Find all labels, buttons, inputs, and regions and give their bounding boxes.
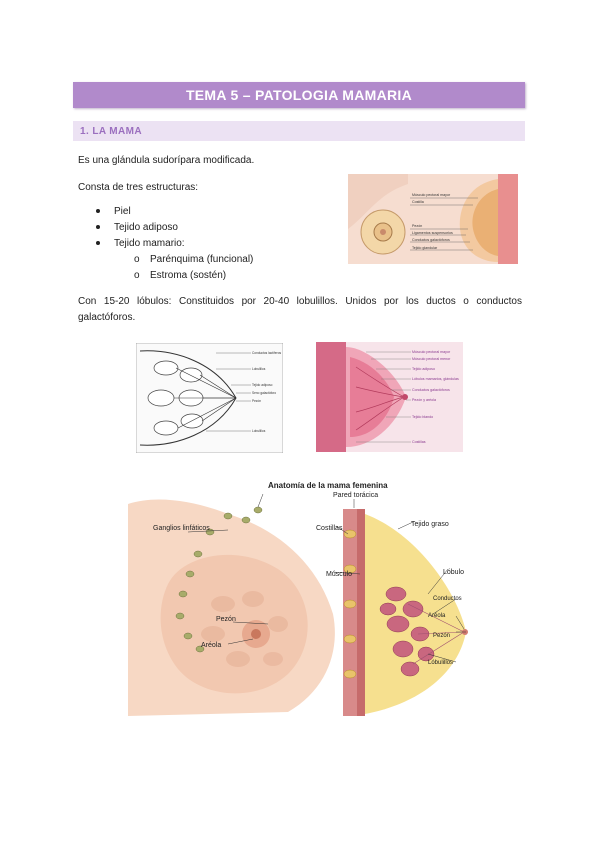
breast-line-drawing-figure: Conductos lactíferos Lobulillos Tejido a…	[136, 343, 283, 453]
figure-label: Pezón	[433, 633, 450, 639]
breast-cross-section-figure-1: Músculo pectoral mayor Músculo pectoral …	[316, 342, 463, 452]
figure-label: Seno galactóforo	[252, 391, 276, 395]
sub-marker: o	[134, 254, 140, 265]
figure-label: Pezón y aréola	[412, 398, 436, 402]
figure-label: Ligamentos suspensorios	[412, 231, 453, 235]
figure-title: Anatomía de la mama femenina	[268, 481, 388, 490]
figure-label: Lóbulillos	[428, 660, 453, 666]
document-title-bar: TEMA 5 – PATOLOGIA MAMARIA	[73, 82, 525, 108]
bullet-dot	[96, 225, 100, 229]
lobules-paragraph: Con 15-20 lóbulos: Constituidos por 20-4…	[78, 296, 522, 323]
figure-label: Músculo pectoral mayor	[412, 350, 451, 354]
intro-text: Es una glándula sudorípara modificada.	[78, 155, 255, 166]
list-item: Tejido adiposo	[114, 222, 178, 233]
figure-label: Costillas	[412, 440, 426, 444]
figure-label: Pezón	[252, 399, 261, 403]
figure-label: Costillas	[316, 525, 343, 532]
figure-label: Lobulillos	[252, 367, 266, 371]
structures-lead: Consta de tres estructuras:	[78, 182, 199, 193]
figure-label: Tejido adiposo	[252, 383, 273, 387]
bullet-dot	[96, 241, 100, 245]
figure-label: Músculo pectoral mayor	[412, 193, 451, 197]
figure-label: Aréola	[428, 613, 446, 619]
figure-label: Pezón	[412, 224, 422, 228]
breast-anatomy-figure-1: Músculo pectoral mayor Costilla Pezón Li…	[348, 174, 518, 264]
section-heading-bar: 1. LA MAMA	[73, 121, 525, 141]
figure-label: Músculo pectoral menor	[412, 357, 451, 361]
list-item: Estroma (sostén)	[150, 270, 227, 281]
figure-label: Músculo	[326, 571, 352, 578]
sub-marker: o	[134, 270, 140, 281]
document-title: TEMA 5 – PATOLOGIA MAMARIA	[185, 87, 413, 103]
figure-label: Conductos galactóforos	[412, 388, 450, 392]
figure-label: Tejido blando	[412, 415, 433, 419]
figure-label: Conductos lactíferos	[252, 351, 281, 355]
figure-label: Conductos galactóforos	[412, 238, 450, 242]
bullet-dot	[96, 209, 100, 213]
breast-anatomy-figure-large: Anatomía de la mama femenina Ganglios li…	[128, 474, 478, 716]
figure-label: Tejido glandular	[412, 246, 438, 250]
list-item: Tejido mamario:	[114, 238, 185, 249]
figure-label: Lobulillos	[252, 429, 266, 433]
figure-label: Aréola	[201, 642, 221, 649]
section-heading: 1. LA MAMA	[80, 125, 142, 137]
figure-label: Costilla	[412, 200, 424, 204]
list-item: Piel	[114, 206, 131, 217]
figure-label: Pezón	[216, 616, 236, 623]
figure-label: Ganglios linfáticos	[153, 525, 210, 532]
figure-label: Lóbulo	[443, 569, 464, 576]
figure-label: Lóbulos mamarios, glándulas	[412, 377, 459, 381]
figure-label: Tejido graso	[411, 521, 449, 528]
figure-label: Conductos	[433, 596, 462, 602]
list-item: Parénquima (funcional)	[150, 254, 254, 265]
figure-label: Pared torácica	[333, 492, 378, 499]
figure-label: Tejido adiposo	[412, 367, 435, 371]
